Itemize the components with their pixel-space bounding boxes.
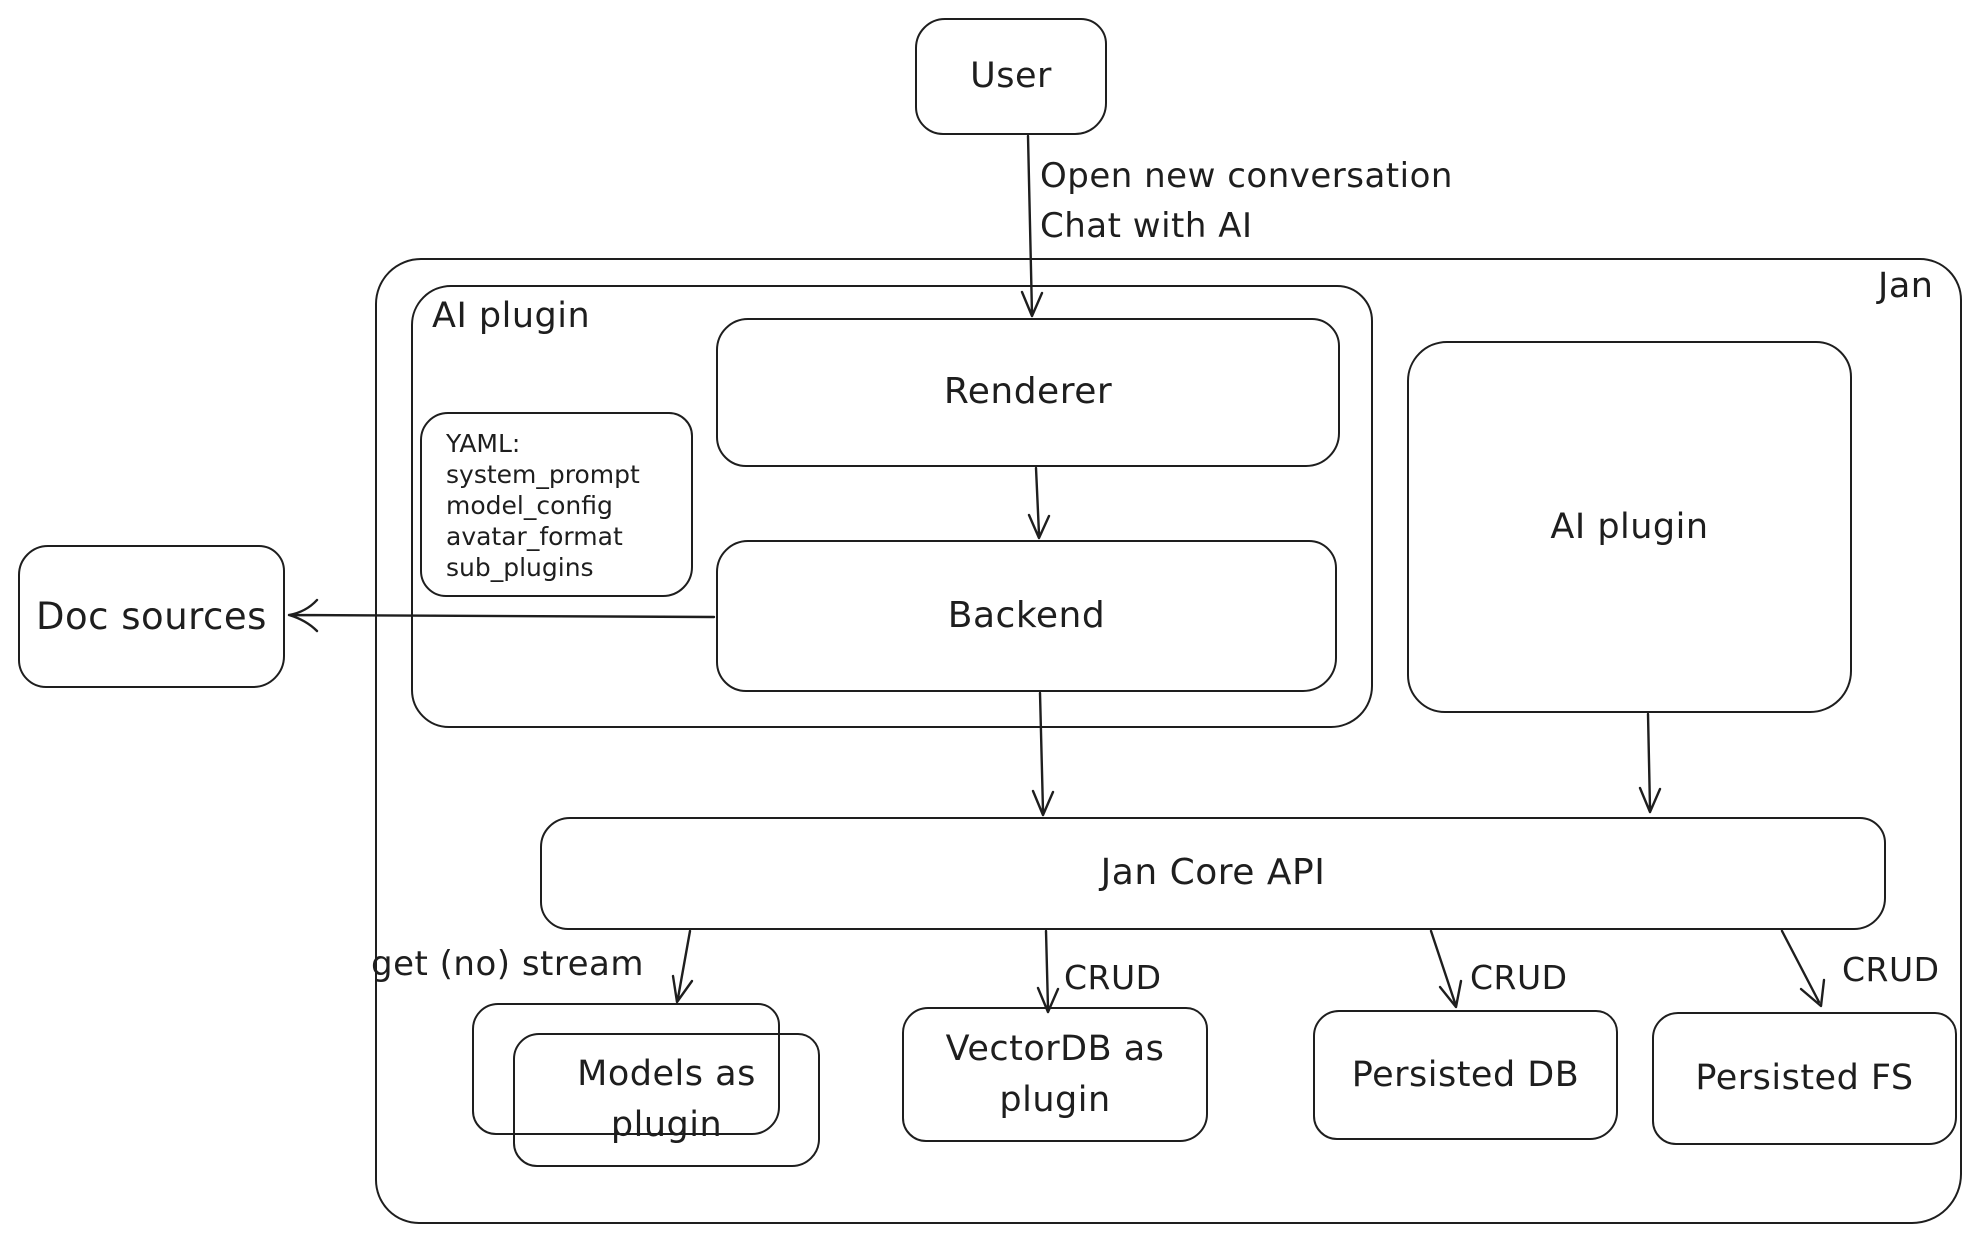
yaml-note-line: system_prompt (446, 460, 640, 489)
crud-persisted-db-label: CRUD (1470, 958, 1568, 997)
get-no-stream-label: get (no) stream (371, 944, 644, 984)
jan-core-api-node-label: Jan Core API (1100, 852, 1326, 894)
renderer-node: Renderer (716, 318, 1340, 467)
user-flow-label-line1: Open new conversation (1040, 156, 1453, 196)
ai-plugin-container-box (411, 285, 1373, 728)
vectordb-plugin-node-label: VectorDB as plugin (945, 1028, 1165, 1120)
backend-node-label: Backend (947, 594, 1106, 636)
jan-container-label: Jan (1878, 266, 1934, 306)
models-plugin-node-label: Models as plugin (577, 1054, 756, 1145)
doc-sources-node: Doc sources (18, 545, 285, 688)
yaml-note-line: YAML: (446, 429, 521, 458)
yaml-note-line: sub_plugins (446, 553, 594, 582)
crud-persisted-fs-label: CRUD (1842, 950, 1940, 989)
jan-container-box (375, 258, 1962, 1224)
ai-plugin-right-node-label: AI plugin (1550, 506, 1709, 547)
user-flow-label-line2: Chat with AI (1040, 206, 1253, 246)
jan-core-api-node: Jan Core API (540, 817, 1886, 930)
persisted-db-node-label: Persisted DB (1351, 1054, 1580, 1095)
yaml-note: YAML: system_prompt model_config avatar_… (420, 412, 693, 597)
renderer-node-label: Renderer (943, 371, 1113, 413)
yaml-note-line: avatar_format (446, 522, 623, 551)
ai-plugin-right-node: AI plugin (1407, 341, 1852, 713)
persisted-fs-node: Persisted FS (1652, 1012, 1957, 1145)
persisted-db-node: Persisted DB (1313, 1010, 1618, 1140)
user-node-label: User (970, 56, 1052, 97)
vectordb-plugin-node: VectorDB as plugin (902, 1007, 1208, 1142)
backend-node: Backend (716, 540, 1337, 692)
models-plugin-node: Models as plugin (513, 1033, 820, 1167)
crud-vectordb-label: CRUD (1064, 958, 1162, 997)
user-node: User (915, 18, 1107, 135)
models-plugin-back-box (472, 1003, 780, 1135)
persisted-fs-node-label: Persisted FS (1695, 1058, 1914, 1099)
doc-sources-node-label: Doc sources (36, 594, 267, 638)
yaml-note-line: model_config (446, 491, 613, 520)
ai-plugin-container-label: AI plugin (432, 296, 591, 336)
